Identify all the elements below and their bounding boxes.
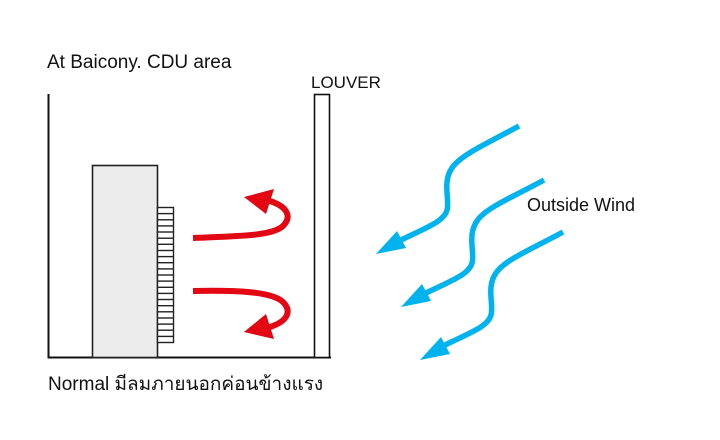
wind-arrow-1 <box>376 123 521 254</box>
condenser-coil-fins <box>156 206 175 344</box>
condensing-unit-body <box>91 164 159 359</box>
diagram-title: At Baicony. CDU area <box>47 52 232 73</box>
hot-air-arrow-lower <box>192 287 291 339</box>
hot-air-arrow-shaft <box>192 198 291 241</box>
diagram-caption: Normal มีลมภายนอกค่อนข้างแรง <box>48 373 323 395</box>
hot-air-arrow-shaft <box>192 287 291 330</box>
louver-panel <box>313 93 331 359</box>
wind-arrow-shaft <box>393 123 521 246</box>
hot-air-arrowhead <box>244 314 274 339</box>
hot-air-arrow-upper <box>192 189 291 241</box>
louver-label: LOUVER <box>311 73 381 92</box>
outside-wind-arrows <box>376 123 565 360</box>
wind-arrowhead <box>376 231 406 254</box>
wind-arrow-3 <box>420 229 565 360</box>
wind-arrowhead <box>420 337 450 360</box>
condensing-unit <box>91 164 175 359</box>
wind-arrow-shaft <box>418 177 546 299</box>
outside-wind-label: Outside Wind <box>527 195 635 215</box>
hot-air-arrowhead <box>244 189 274 214</box>
hot-air-arrows <box>192 189 291 339</box>
wind-arrowhead <box>401 284 431 307</box>
wind-arrow-2 <box>401 177 546 307</box>
wind-arrow-shaft <box>437 229 565 351</box>
